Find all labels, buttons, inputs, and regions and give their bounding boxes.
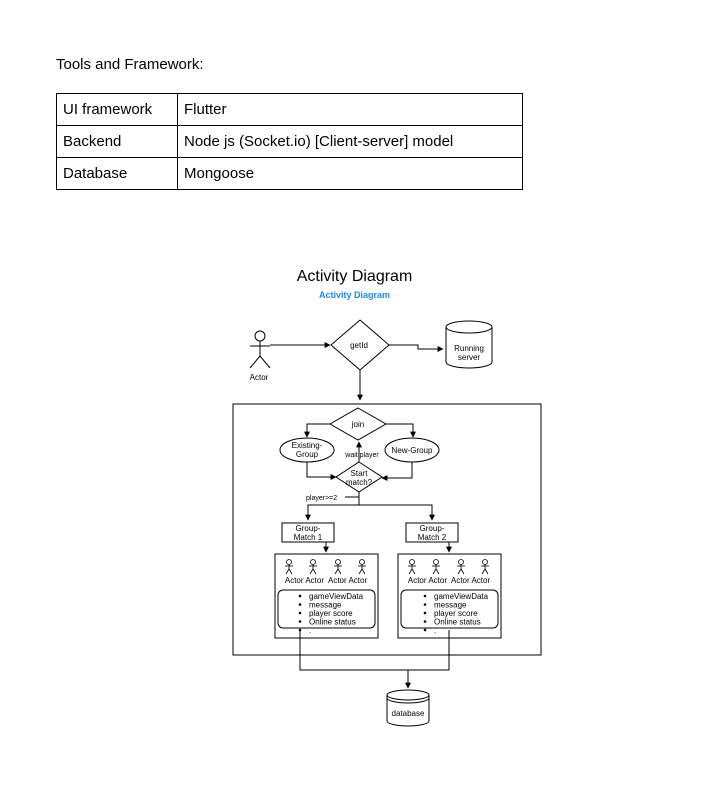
actor-icon	[432, 559, 440, 575]
wait-player-label: wait player	[344, 452, 379, 459]
table-cell-key: Backend	[56, 125, 178, 158]
data-list-1: gameViewData message player score Online…	[298, 592, 364, 635]
list-item: .	[309, 626, 311, 635]
actor-icon	[481, 559, 489, 575]
existing-group-line2: Group	[296, 450, 319, 459]
actor-icon	[309, 559, 317, 575]
tools-table: UI framework Flutter Backend Node js (So…	[56, 93, 523, 190]
new-group-label: New-Group	[392, 446, 433, 455]
edge	[359, 504, 435, 521]
list-item: player score	[309, 609, 353, 618]
table-cell-key: Database	[56, 157, 178, 190]
list-item: message	[309, 601, 342, 610]
join-label: join	[351, 420, 364, 429]
table-cell-key: UI framework	[56, 93, 178, 126]
data-box-1	[277, 589, 376, 629]
table-cell-value: Mongoose	[177, 157, 523, 190]
existing-group-line1: Existing-	[292, 441, 323, 450]
actors-row: Actor Actor Actor Actor	[408, 576, 491, 585]
table-row: Database Mongoose	[56, 157, 523, 190]
edge	[386, 423, 416, 438]
condition-label: player>=2	[306, 495, 337, 502]
actor-icon	[285, 559, 293, 575]
group-match-2-line1: Group-	[420, 524, 445, 533]
diagram-subtitle: Activity Diagram	[318, 290, 391, 300]
database-label: database	[392, 709, 425, 718]
actor-label: Actor	[250, 373, 269, 382]
server-label-line2: server	[458, 353, 481, 362]
table-cell-value: Node js (Socket.io) [Client-server] mode…	[177, 125, 523, 158]
edge	[389, 344, 444, 352]
actor-icon	[358, 559, 366, 575]
edge	[306, 462, 337, 480]
start-match-line1: Start	[351, 469, 369, 478]
list-item: Online status	[309, 618, 356, 627]
edge	[299, 630, 450, 671]
actor-icon	[334, 559, 342, 575]
list-item: gameViewData	[309, 592, 364, 601]
actor-icon	[457, 559, 465, 575]
edge	[304, 423, 330, 438]
table-row: Backend Node js (Socket.io) [Client-serv…	[56, 125, 523, 158]
actor-icon	[408, 559, 416, 575]
table-row: UI framework Flutter	[56, 93, 523, 126]
data-list-2: gameViewData message player score Online…	[423, 592, 489, 635]
list-item: message	[434, 601, 467, 610]
list-item: gameViewData	[434, 592, 489, 601]
edge	[305, 504, 359, 521]
group-match-2-node	[405, 522, 459, 543]
start-match-line2: match?	[346, 478, 373, 487]
system-frame	[232, 403, 542, 656]
section-heading: Tools and Framework:	[56, 56, 204, 73]
list-item: Online status	[434, 618, 481, 627]
database-cylinder-icon	[386, 689, 430, 727]
group-match-1-line2: Match 1	[294, 533, 323, 542]
group-match-1-line1: Group-	[296, 524, 321, 533]
diagram-title: Activity Diagram	[296, 268, 413, 285]
table-cell-value: Flutter	[177, 93, 523, 126]
list-item: .	[434, 626, 436, 635]
group-match-2-line2: Match 2	[418, 533, 447, 542]
server-label-line1: Running	[454, 344, 484, 353]
join-decision	[328, 407, 388, 441]
server-cylinder-icon	[445, 320, 493, 369]
actors-row: Actor Actor Actor Actor	[285, 576, 368, 585]
actor-icon	[249, 330, 271, 369]
data-box-2	[400, 589, 499, 629]
group-match-1-node	[281, 522, 335, 543]
edge	[381, 462, 413, 481]
list-item: player score	[434, 609, 478, 618]
getid-label: getId	[350, 341, 368, 350]
